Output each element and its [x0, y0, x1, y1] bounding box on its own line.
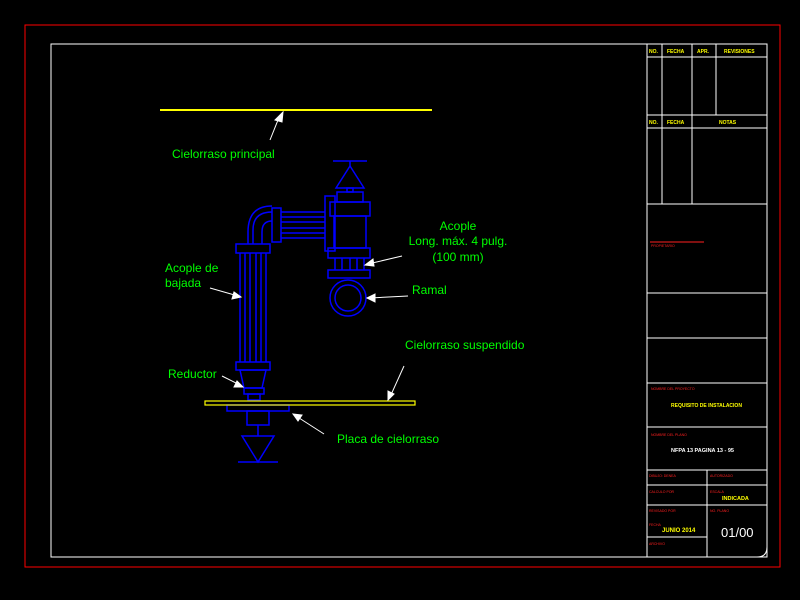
outer-border	[24, 24, 781, 568]
rev-header-revisiones: REVISIONES	[724, 49, 755, 55]
revisado-label: REVISADO POR	[649, 509, 676, 513]
label-ramal: Ramal	[412, 283, 447, 297]
nombre-plano: NFPA 13 PAGINA 13 - 95	[671, 448, 734, 454]
escala-label: ESCALA	[710, 490, 724, 494]
arrowhead	[365, 293, 376, 303]
nombre-proyecto-label: NOMBRE DEL PROYECTO	[651, 387, 695, 391]
rev-header-apr: APR.	[697, 49, 710, 55]
autorizado-label: AUTORIZADO	[710, 474, 733, 478]
sprinkler-head	[226, 404, 290, 464]
plano-label: NO. PLANO	[710, 509, 729, 513]
arrowhead	[274, 110, 284, 123]
branch-pipe	[329, 279, 367, 317]
fecha-value: JUNIO 2014	[662, 528, 696, 534]
calculo-label: CALCULO POR	[649, 490, 675, 494]
notes-header-fecha: FECHA	[667, 120, 685, 126]
rev-header-fecha: FECHA	[667, 49, 685, 55]
escala-value: INDICADA	[722, 496, 749, 502]
label-acople-bajada-line1: Acople de	[165, 261, 219, 275]
nombre-proyecto: REQUISITO DE INSTALACION	[671, 403, 742, 409]
label-acople-bajada-line2: bajada	[165, 276, 201, 290]
label-acople-line3: (100 mm)	[432, 250, 483, 264]
horizontal-coupling	[271, 207, 325, 243]
label-placa-cielorraso: Placa de cielorraso	[337, 432, 439, 446]
notes-header-notas: NOTAS	[719, 120, 737, 126]
label-acople-line2: Long. máx. 4 pulg.	[409, 234, 508, 248]
label-reductor: Reductor	[168, 367, 217, 381]
leader-cielorraso-suspendido	[389, 365, 405, 398]
leader-ramal	[369, 295, 409, 299]
suspended-ceiling	[204, 400, 416, 406]
dibujo-label: DIBUJO: DENEA	[649, 474, 677, 478]
fecha-label: FECHA	[649, 523, 662, 527]
label-acople-line1: Acople	[440, 219, 477, 233]
arrowhead	[363, 258, 375, 267]
reducer-fitting	[239, 369, 267, 401]
elbow-fitting	[235, 205, 273, 254]
plano-number: 01/00	[721, 525, 754, 540]
label-cielorraso-suspendido: Cielorraso suspendido	[405, 338, 525, 352]
valve-handwheel	[333, 160, 367, 203]
label-cielorraso-principal: Cielorraso principal	[172, 147, 275, 161]
arrowhead	[291, 413, 303, 422]
notes-header-no: NO.	[649, 120, 659, 126]
drawing-frame	[50, 43, 768, 558]
nombre-plano-label: NOMBRE DEL PLANO	[651, 433, 687, 437]
title-block-corner	[707, 537, 768, 558]
leader-placa	[295, 415, 325, 435]
drop-pipe	[235, 253, 271, 371]
rev-header-no: NO.	[649, 49, 659, 55]
arrowhead	[233, 380, 245, 388]
title-block	[646, 44, 767, 557]
arrowhead	[387, 390, 395, 402]
archivo-label: ARCHIVO	[649, 542, 665, 546]
valve-body	[324, 195, 371, 279]
propietario-label: PROPIETARIO	[651, 244, 675, 248]
arrowhead	[231, 291, 243, 300]
